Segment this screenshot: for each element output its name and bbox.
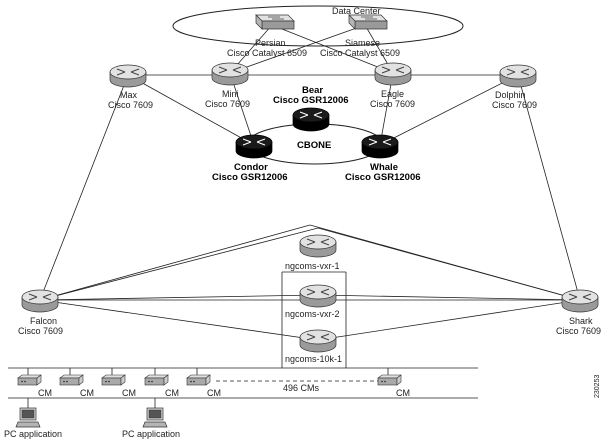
router-icon xyxy=(211,62,249,86)
pc-node: PC application xyxy=(122,407,180,439)
shark-router-node: Shark Cisco 7609 xyxy=(556,289,601,336)
cable-modem-icon xyxy=(101,374,126,386)
persian-name-label: Persian xyxy=(255,38,286,48)
condor-model-label: Cisco GSR12006 xyxy=(212,172,288,183)
falcon-router-node: Falcon Cisco 7609 xyxy=(18,289,63,336)
falcon-model-label: Cisco 7609 xyxy=(18,326,63,336)
cm-count-label: 496 CMs xyxy=(283,383,320,393)
cable-modem-icon xyxy=(59,374,84,386)
mini-router-node: Mini Cisco 7609 xyxy=(205,62,250,109)
bear-name-label: Bear xyxy=(302,85,323,96)
bear-router-node: Bear Cisco GSR12006 xyxy=(273,85,349,132)
cable-modem-icon xyxy=(17,374,42,386)
cm-label: CM xyxy=(122,388,136,398)
k10-name-label: ngcoms-10k-1 xyxy=(285,354,342,364)
cm-label: CM xyxy=(80,388,94,398)
router-icon xyxy=(361,134,399,159)
condor-router-node: Condor Cisco GSR12006 xyxy=(212,134,288,183)
cable-modem-icon xyxy=(144,374,169,386)
eagle-router-node: Eagle Cisco 7609 xyxy=(370,62,415,109)
mini-model-label: Cisco 7609 xyxy=(205,99,250,109)
cable-modem: CM xyxy=(186,374,221,398)
shark-model-label: Cisco 7609 xyxy=(556,326,601,336)
condor-name-label: Condor xyxy=(234,162,268,173)
cable-modem-icon xyxy=(377,374,402,386)
cbone-label: CBONE xyxy=(297,140,331,151)
cable-modem: CM xyxy=(59,374,94,398)
data-center-label: Data Center xyxy=(332,6,381,16)
whale-router-node: Whale Cisco GSR12006 xyxy=(345,134,421,183)
cable-modem: CM xyxy=(144,374,179,398)
vxr1-router-node: ngcoms-vxr-1 xyxy=(285,234,340,271)
router-icon xyxy=(299,234,337,258)
pc-node: PC application xyxy=(4,407,62,439)
router-icon xyxy=(499,64,537,88)
cm-label: CM xyxy=(396,388,410,398)
shark-name-label: Shark xyxy=(569,316,593,326)
cm-label: CM xyxy=(38,388,52,398)
cm-label: CM xyxy=(165,388,179,398)
dolphin-model-label: Cisco 7609 xyxy=(492,100,537,110)
router-icon xyxy=(292,107,330,132)
router-icon xyxy=(561,289,599,313)
pc-icon xyxy=(15,407,41,428)
connections xyxy=(8,24,581,412)
bear-model-label: Cisco GSR12006 xyxy=(273,95,349,106)
router-icon xyxy=(374,62,412,86)
eagle-model-label: Cisco 7609 xyxy=(370,99,415,109)
switch-icon xyxy=(348,14,388,30)
vxr1-name-label: ngcoms-vxr-1 xyxy=(285,261,340,271)
switch-icon xyxy=(255,14,295,30)
cable-modems: CM CM CM CM CM CM 496 CMs xyxy=(17,374,410,398)
persian-switch-node: Persian Cisco Catalyst 6509 xyxy=(227,14,307,58)
k10-router-node: ngcoms-10k-1 xyxy=(285,329,342,364)
router-icon xyxy=(235,134,273,159)
falcon-name-label: Falcon xyxy=(30,316,57,326)
cable-modem: CM xyxy=(17,374,52,398)
cable-modem: CM xyxy=(101,374,136,398)
pc-label: PC application xyxy=(122,429,180,439)
router-icon xyxy=(21,289,59,313)
max-model-label: Cisco 7609 xyxy=(108,100,153,110)
figure-number: 230253 xyxy=(594,375,601,398)
pc-icon xyxy=(142,407,168,428)
dolphin-name-label: Dolphin xyxy=(495,90,526,100)
vxr2-router-node: ngcoms-vxr-2 xyxy=(285,284,340,319)
router-icon xyxy=(109,64,147,88)
max-router-node: Max Cisco 7609 xyxy=(108,64,153,110)
siamese-model-label: Cisco Catalyst 6509 xyxy=(320,48,400,58)
router-icon xyxy=(299,284,337,308)
cable-modem-icon xyxy=(186,374,211,386)
max-name-label: Max xyxy=(120,90,138,100)
siamese-switch-node: Siamese Cisco Catalyst 6509 xyxy=(320,14,400,58)
siamese-name-label: Siamese xyxy=(345,38,380,48)
cable-modem: CM xyxy=(377,374,410,398)
persian-model-label: Cisco Catalyst 6509 xyxy=(227,48,307,58)
eagle-name-label: Eagle xyxy=(381,89,404,99)
whale-model-label: Cisco GSR12006 xyxy=(345,172,421,183)
pc-label: PC application xyxy=(4,429,62,439)
whale-name-label: Whale xyxy=(370,162,398,173)
mini-name-label: Mini xyxy=(222,89,239,99)
vxr2-name-label: ngcoms-vxr-2 xyxy=(285,309,340,319)
dolphin-router-node: Dolphin Cisco 7609 xyxy=(492,64,537,110)
data-center-group: Data Center xyxy=(172,5,464,47)
router-icon xyxy=(299,329,337,353)
cm-label: CM xyxy=(207,388,221,398)
